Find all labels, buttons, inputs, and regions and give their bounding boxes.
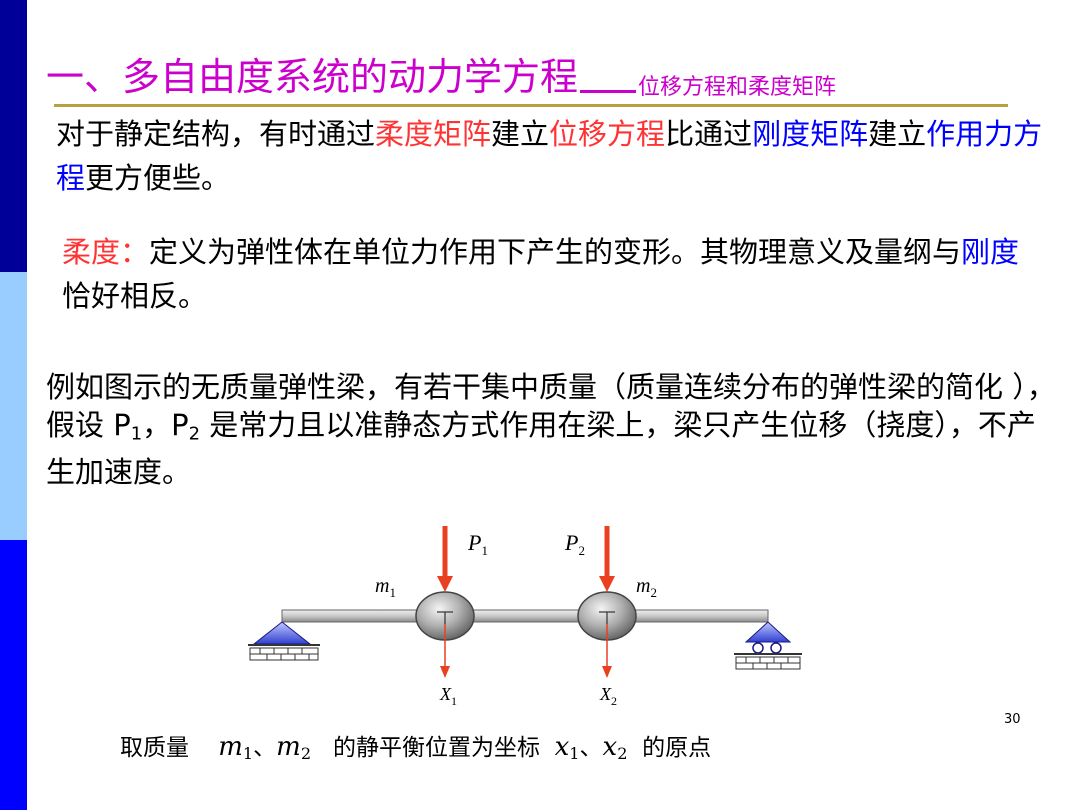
force-arrow-1 [437,526,453,592]
paragraph-definition: 柔度：定义为弹性体在单位力作用下产生的变形。其物理意义及量纲与刚度恰好相反。 [62,230,1022,318]
title-underline [54,104,1008,107]
page-number: 30 [1004,712,1021,727]
sidebar-band-blue [0,540,27,810]
separator: 、 [579,735,603,761]
text: 是常力且以准静态方式作用在梁上，梁只产生位移（挠度），不产生加速度。 [46,408,1036,490]
beam [281,609,769,623]
text: 更方便些。 [85,161,231,195]
slide-sidebar [0,0,27,810]
label-x2: X2 [599,684,617,708]
text: 定义为弹性体在单位力作用下产生的变形。其物理意义及量纲与 [149,235,962,269]
slide-title: 一、多自由度系统的动力学方程 位移方程和柔度矩阵 [46,46,1026,102]
label-m2: m2 [636,575,657,600]
paragraph-example: 例如图示的无质量弹性梁，有若干集中质量（质量连续分布的弹性梁的简化 ），假设 P… [46,368,1056,491]
text: 比通过 [665,117,753,151]
text: ，P [142,408,189,442]
left-pin-support [248,621,320,661]
text: 恰好相反。 [62,279,208,313]
beam-diagram: P1 P2 m1 m2 X1 X2 [248,526,802,708]
separator: 、 [253,735,277,761]
text: 例如图示的无质量弹性梁，有若干集中质量（质量连续分布的弹性梁的简化 ），假设 P [46,370,1056,442]
text: 的静平衡位置为坐标 [333,735,540,761]
force-arrow-2 [599,526,615,592]
sidebar-band-dark [0,0,27,272]
title-sub: 位移方程和柔度矩阵 [638,75,837,100]
displacement-arrow-1 [440,624,450,678]
term-stiffness-matrix: 刚度矩阵 [752,117,869,151]
label-m1: m1 [375,575,396,600]
subscript: 2 [188,423,201,445]
label-p1: P1 [467,530,488,558]
math-x1: x1 [554,732,580,764]
text: 的原点 [642,735,712,761]
subscript: 1 [130,423,143,445]
title-dash [580,90,637,93]
text: 建立 [491,117,550,151]
paragraph-intro: 对于静定结构，有时通过柔度矩阵建立位移方程比通过刚度矩阵建立作用力方程更方便些。 [56,112,1056,200]
right-roller-support [734,621,802,670]
term-flexibility-matrix: 柔度矩阵 [375,117,492,151]
diagram-caption: 取质量 m1、m2 的静平衡位置为坐标 x1、x2 的原点 [120,728,920,768]
text: 建立 [868,117,927,151]
term-force-equation: 作用力方程 [56,117,1043,195]
term-stiffness: 刚度 [961,235,1020,269]
displacement-arrow-2 [602,624,612,678]
term-flexibility: 柔度： [62,235,150,269]
text: 对于静定结构，有时通过 [56,117,376,151]
math-x2: x2 [602,732,628,764]
term-displacement-equation: 位移方程 [549,117,666,151]
sidebar-band-light [0,272,27,540]
label-p2: P2 [564,530,585,558]
math-m2: m2 [276,732,312,764]
math-m1: m1 [218,732,254,764]
label-x1: X1 [439,684,457,708]
title-main: 一、多自由度系统的动力学方程 [46,55,579,99]
text: 取质量 [120,735,189,761]
